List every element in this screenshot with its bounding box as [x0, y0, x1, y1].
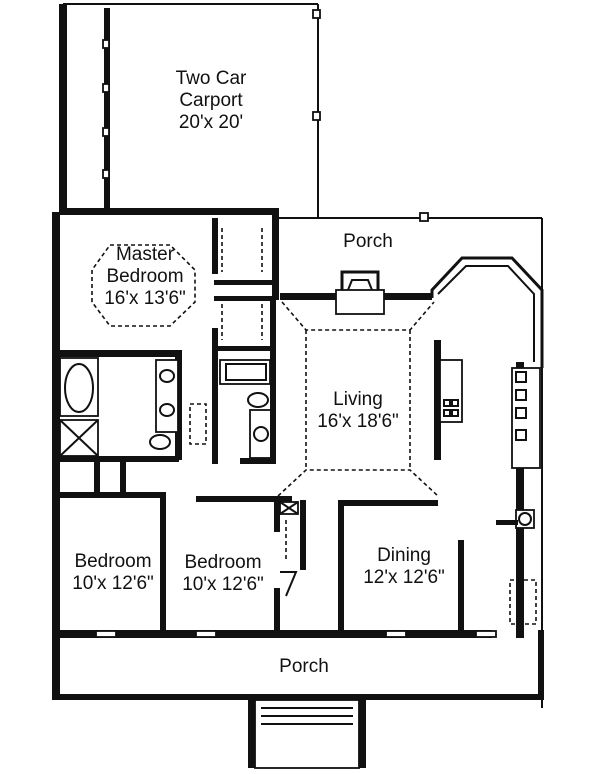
- fireplace: [335, 270, 385, 315]
- dining-size: 12'x 12'6": [363, 567, 445, 588]
- bedroom-1-size: 10'x 12'6": [72, 573, 154, 594]
- carport-outline: [59, 3, 321, 218]
- master-bedroom-size: 16'x 13'6": [104, 288, 186, 309]
- carport-name-line2: Carport: [179, 90, 243, 111]
- carport-label: Two Car Carport 20'x 20': [176, 68, 247, 134]
- bedroom-2-label: Bedroom 10'x 12'6": [182, 552, 264, 596]
- exterior-walls: [52, 208, 524, 638]
- dining-label: Dining 12'x 12'6": [363, 545, 445, 589]
- living-label: Living 16'x 18'6": [317, 389, 399, 433]
- front-porch-name: Porch: [279, 656, 329, 677]
- bedroom-1-label: Bedroom 10'x 12'6": [72, 551, 154, 595]
- living-ceiling: [277, 301, 463, 497]
- bedroom-2-size: 10'x 12'6": [182, 574, 264, 595]
- master-bath: [59, 357, 207, 498]
- bay-window: [430, 256, 544, 368]
- hall-bath: [212, 300, 276, 464]
- interior-walls-lower: [95, 492, 497, 638]
- bedroom-2-name: Bedroom: [184, 552, 262, 573]
- dining-name: Dining: [377, 545, 431, 566]
- bedroom-1-name: Bedroom: [74, 551, 152, 572]
- rear-porch-name: Porch: [343, 231, 393, 252]
- master-bedroom-name-line2: Bedroom: [106, 266, 184, 287]
- master-bedroom-name-line1: Master: [115, 244, 175, 265]
- living-size: 16'x 18'6": [317, 411, 399, 432]
- rear-porch-label: Porch: [343, 231, 393, 253]
- carport-size: 20'x 20': [178, 112, 244, 133]
- living-name: Living: [333, 389, 383, 410]
- front-porch-outline: [52, 630, 544, 769]
- master-bedroom-label: Master Bedroom 16'x 13'6": [104, 244, 186, 310]
- carport-name-line1: Two Car: [175, 68, 247, 89]
- front-porch-label: Porch: [279, 656, 329, 678]
- kitchen-counters: [496, 367, 541, 625]
